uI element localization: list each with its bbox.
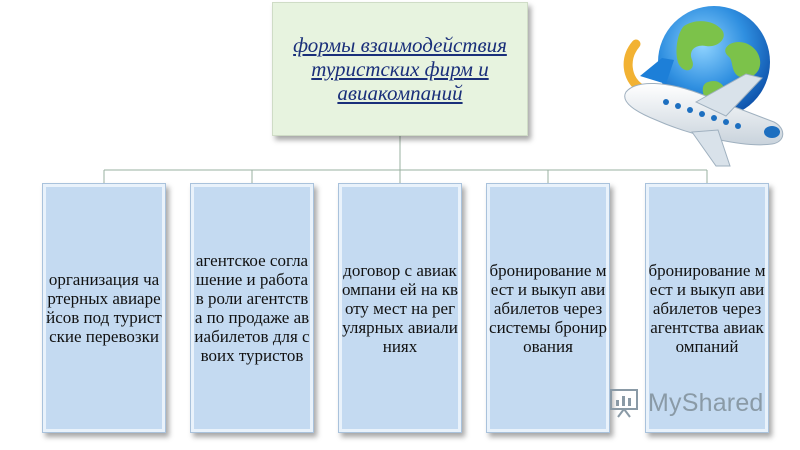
presentation-board-icon <box>610 389 638 418</box>
child-node-charter: организация чартерных авиарейсов под тур… <box>42 183 166 433</box>
watermark-logo: MyShared <box>608 386 778 420</box>
child-node-label: договор с авиакомпани ей на квоту мест н… <box>341 260 459 356</box>
airplane-icon <box>624 58 784 167</box>
globe-airplane-illustration <box>623 6 784 167</box>
child-node-label: агентское соглашение и работа в роли аге… <box>194 251 310 365</box>
child-node-quota-contract: договор с авиакомпани ей на квоту мест н… <box>338 183 462 433</box>
child-node-label: организация чартерных авиарейсов под тур… <box>46 270 162 346</box>
child-node-label: бронирование мест и выкуп авиабилетов че… <box>489 260 607 356</box>
child-node-agency-agreement: агентское соглашение и работа в роли аге… <box>190 183 314 433</box>
watermark-text: MyShared <box>648 388 764 417</box>
root-node-label: формы взаимодействия туристских фирм и а… <box>293 33 507 105</box>
child-node-booking-systems: бронирование мест и выкуп авиабилетов че… <box>486 183 610 433</box>
child-node-airline-agencies: бронирование мест и выкуп авиабилетов че… <box>645 183 769 433</box>
child-node-label: бронирование мест и выкуп авиабилетов че… <box>648 260 766 356</box>
root-node: формы взаимодействия туристских фирм и а… <box>272 2 528 136</box>
